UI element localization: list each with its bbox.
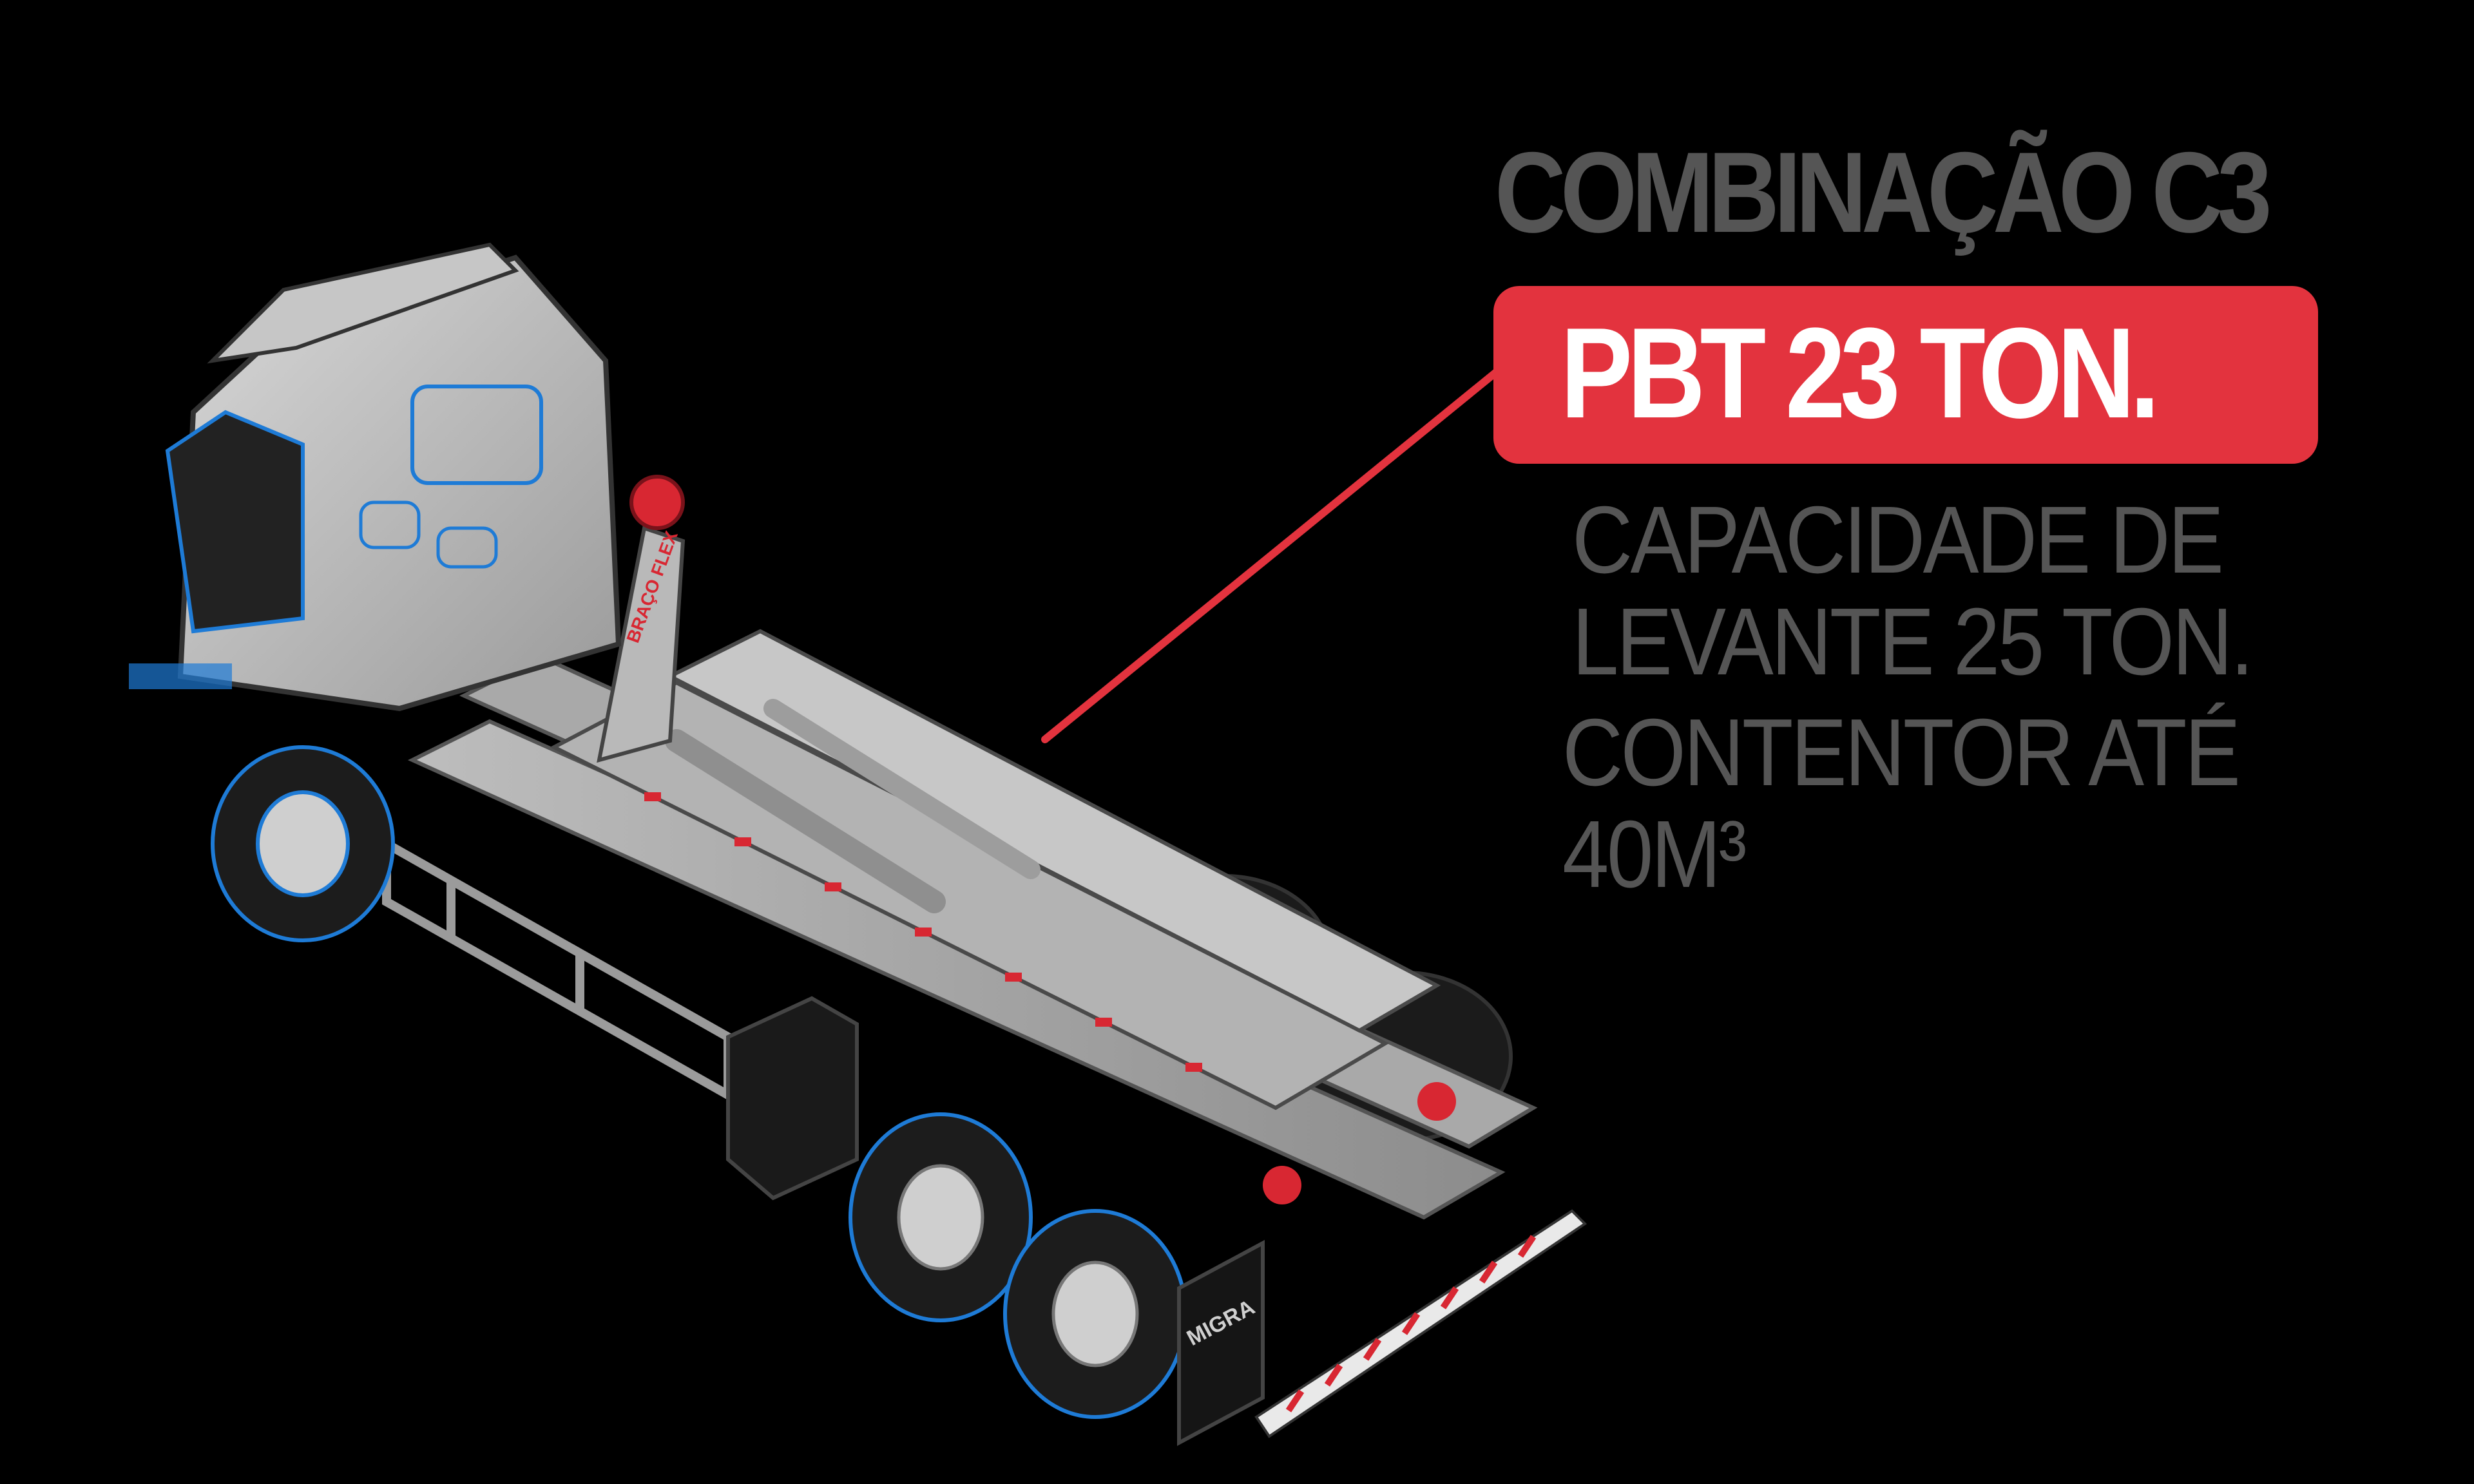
mudflap: MIGRA xyxy=(1177,1239,1265,1447)
rear-wheels-near xyxy=(849,1112,1187,1419)
tool-box xyxy=(726,996,859,1201)
page-title: COMBINAÇÃO C3 xyxy=(1495,128,2272,256)
callout-leader-line xyxy=(1041,368,1500,743)
truck-cab xyxy=(129,242,622,712)
container-spec: CONTENTOR ATÉ 40M³ xyxy=(1562,699,2241,908)
container-line-1: CONTENTOR ATÉ xyxy=(1562,699,2241,806)
gvw-badge xyxy=(1493,286,2318,464)
lift-capacity-line-2: LEVANTE 25 TON. xyxy=(1572,589,2254,695)
lift-capacity-line-1: CAPACIDADE DE xyxy=(1572,487,2224,593)
front-wheel xyxy=(211,745,395,942)
hook-arm: BRAÇO FLEX xyxy=(597,475,686,763)
chassis-frame xyxy=(408,629,1538,1220)
lift-capacity-spec: CAPACIDADE DE LEVANTE 25 TON. xyxy=(1572,487,2254,695)
gvw-badge-label: PBT 23 TON. xyxy=(1560,301,2160,445)
rear-bumper xyxy=(1254,1082,1587,1438)
container-line-2: 40M³ xyxy=(1562,801,1747,908)
